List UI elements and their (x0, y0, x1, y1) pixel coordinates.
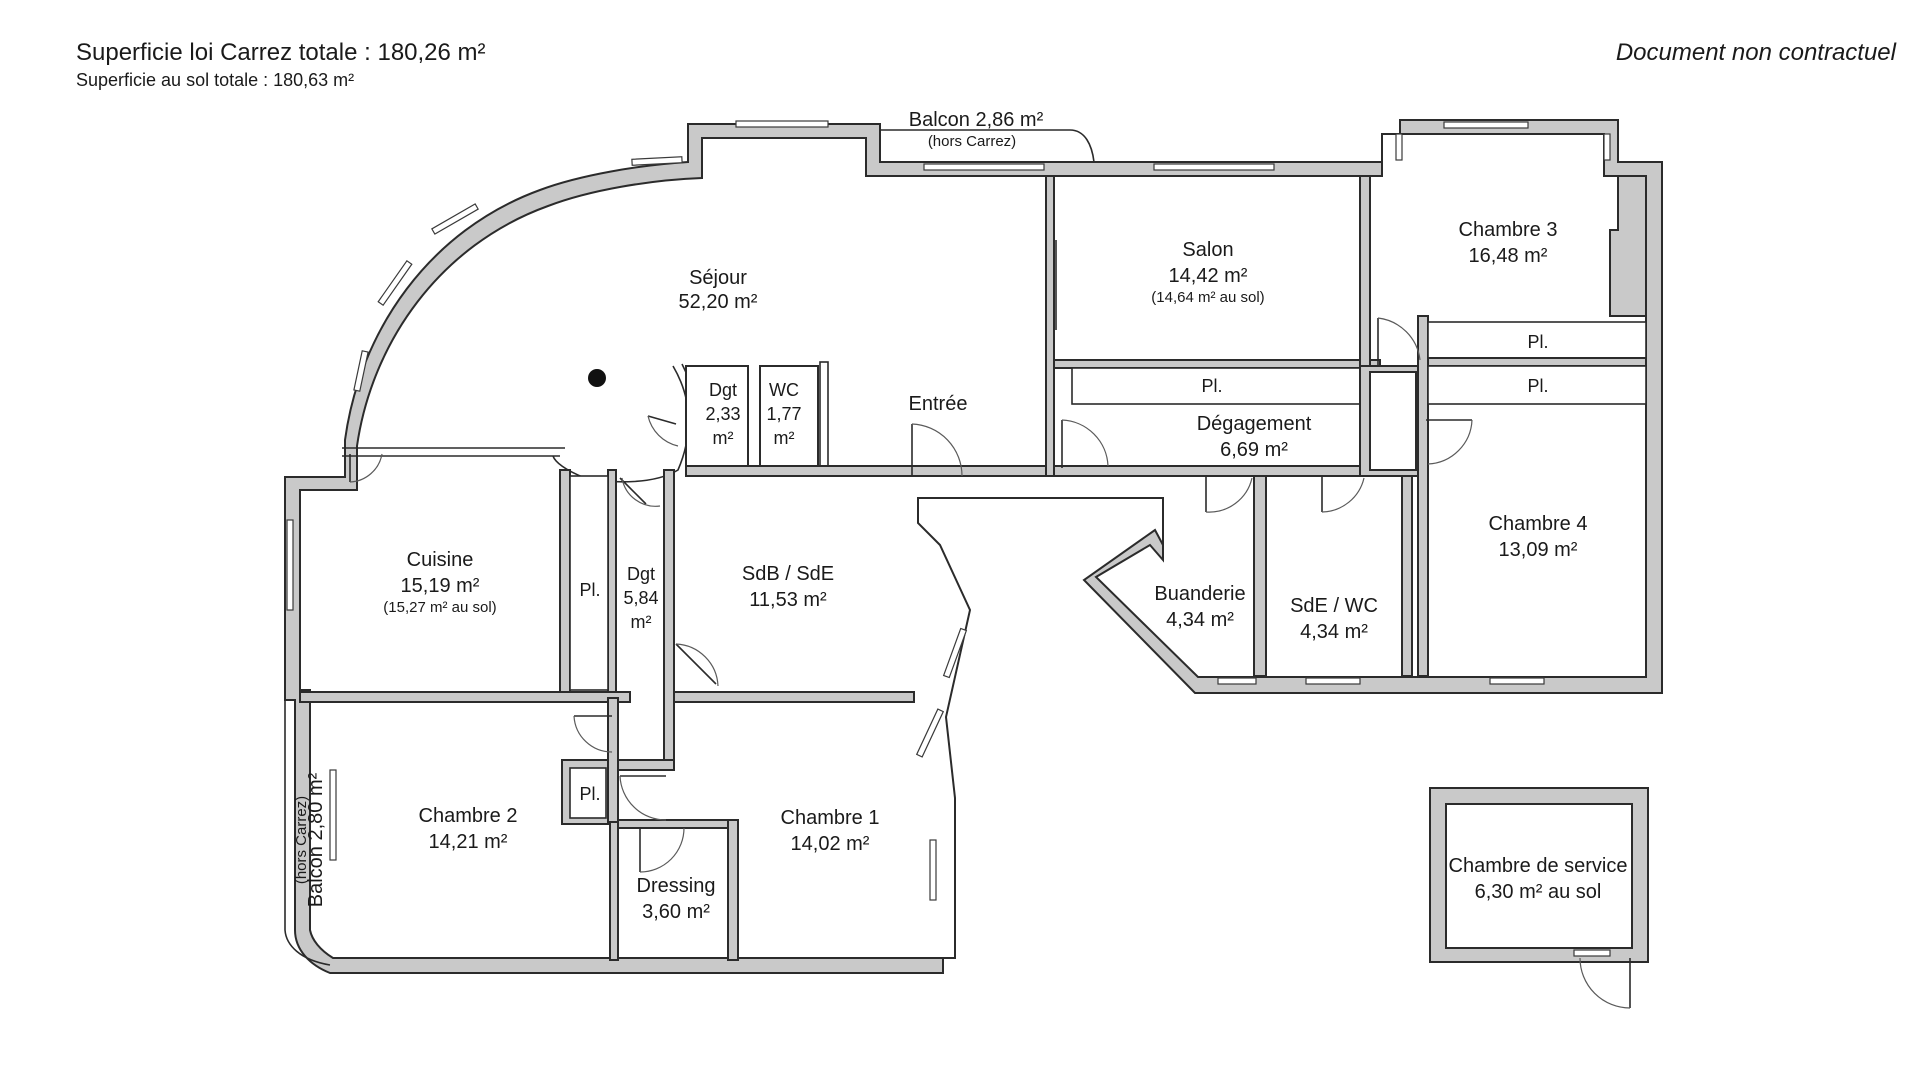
cuisine-note: (15,27 m² au sol) (383, 599, 496, 616)
wc-name: WC (769, 380, 799, 400)
placard-chambre4-label: Pl. (1527, 376, 1548, 396)
service-area: 6,30 m² au sol (1475, 881, 1602, 903)
sde-wc-name: SdE / WC (1290, 595, 1378, 617)
degagement-name: Dégagement (1197, 413, 1312, 435)
placard-cuisine-label: Pl. (579, 580, 600, 600)
balcony-top-note: (hors Carrez) (928, 133, 1016, 150)
placard-chambre4 (1427, 365, 1647, 405)
dgt-large-area-value: 5,84 (623, 588, 658, 608)
dressing-area: 3,60 m² (642, 901, 710, 923)
dgt-large-name: Dgt (627, 564, 655, 584)
sejour-area: 52,20 m² (679, 291, 758, 313)
balcony-left-label: Balcon 2,80 m² (305, 772, 327, 907)
placard-degagement-label: Pl. (1201, 376, 1222, 396)
total-carrez-area: Superficie loi Carrez totale : 180,26 m² (76, 39, 486, 66)
placard-cuisine (569, 475, 609, 691)
chambre2-name: Chambre 2 (419, 805, 518, 827)
dgt-small-room (685, 365, 749, 467)
windows (286, 120, 1611, 957)
service-name: Chambre de service (1449, 855, 1628, 877)
dgt-large-area-unit: m² (631, 612, 652, 632)
buanderie-name: Buanderie (1154, 583, 1245, 605)
placard-chambre2-label: Pl. (579, 784, 600, 804)
placard-chambre3-label: Pl. (1527, 332, 1548, 352)
sdb-area: 11,53 m² (749, 589, 827, 611)
dgt-small-area-unit: m² (713, 428, 734, 448)
interior-walls (299, 175, 1647, 961)
salon-note: (14,64 m² au sol) (1151, 289, 1264, 306)
service-room (1429, 787, 1649, 963)
disclaimer: Document non contractuel (1615, 39, 1896, 66)
salon-area: 14,42 m² (1169, 265, 1248, 287)
total-floor-area: Superficie au sol totale : 180,63 m² (76, 70, 355, 90)
chambre1-area: 14,02 m² (791, 833, 870, 855)
cuisine-area: 15,19 m² (401, 575, 480, 597)
labels: Balcon 2,86 m² (hors Carrez) Balcon 2,80… (293, 109, 1627, 923)
buanderie-area: 4,34 m² (1166, 609, 1234, 631)
entree-name: Entrée (909, 393, 968, 415)
placard-chambre2 (569, 767, 607, 819)
header: Superficie loi Carrez totale : 180,26 m²… (76, 38, 486, 92)
wc-area-unit: m² (774, 428, 795, 448)
cuisine-name: Cuisine (407, 549, 474, 571)
dgt-small-name: Dgt (709, 380, 737, 400)
dressing-name: Dressing (637, 875, 716, 897)
pillar-dot (588, 369, 606, 387)
dgt-small-area-value: 2,33 (705, 404, 740, 424)
wc-area-value: 1,77 (766, 404, 801, 424)
balconies (284, 129, 1095, 966)
degagement-area: 6,69 m² (1220, 439, 1288, 461)
chambre4-name: Chambre 4 (1489, 513, 1588, 535)
chambre3-name: Chambre 3 (1459, 219, 1558, 241)
placard-chambre3 (1427, 321, 1647, 359)
sde-wc-area: 4,34 m² (1300, 621, 1368, 643)
sejour-name: Séjour (689, 267, 747, 289)
sdb-name: SdB / SdE (742, 563, 834, 585)
chambre2-area: 14,21 m² (429, 831, 508, 853)
doors (349, 240, 1631, 1009)
balcony-top-label: Balcon 2,86 m² (909, 109, 1044, 131)
salon-name: Salon (1182, 239, 1233, 261)
chambre1-name: Chambre 1 (781, 807, 880, 829)
placard-degagement (1071, 367, 1361, 405)
chambre4-area: 13,09 m² (1499, 539, 1578, 561)
chambre3-area: 16,48 m² (1469, 245, 1548, 267)
balcony-left-note: (hors Carrez) (293, 796, 310, 884)
